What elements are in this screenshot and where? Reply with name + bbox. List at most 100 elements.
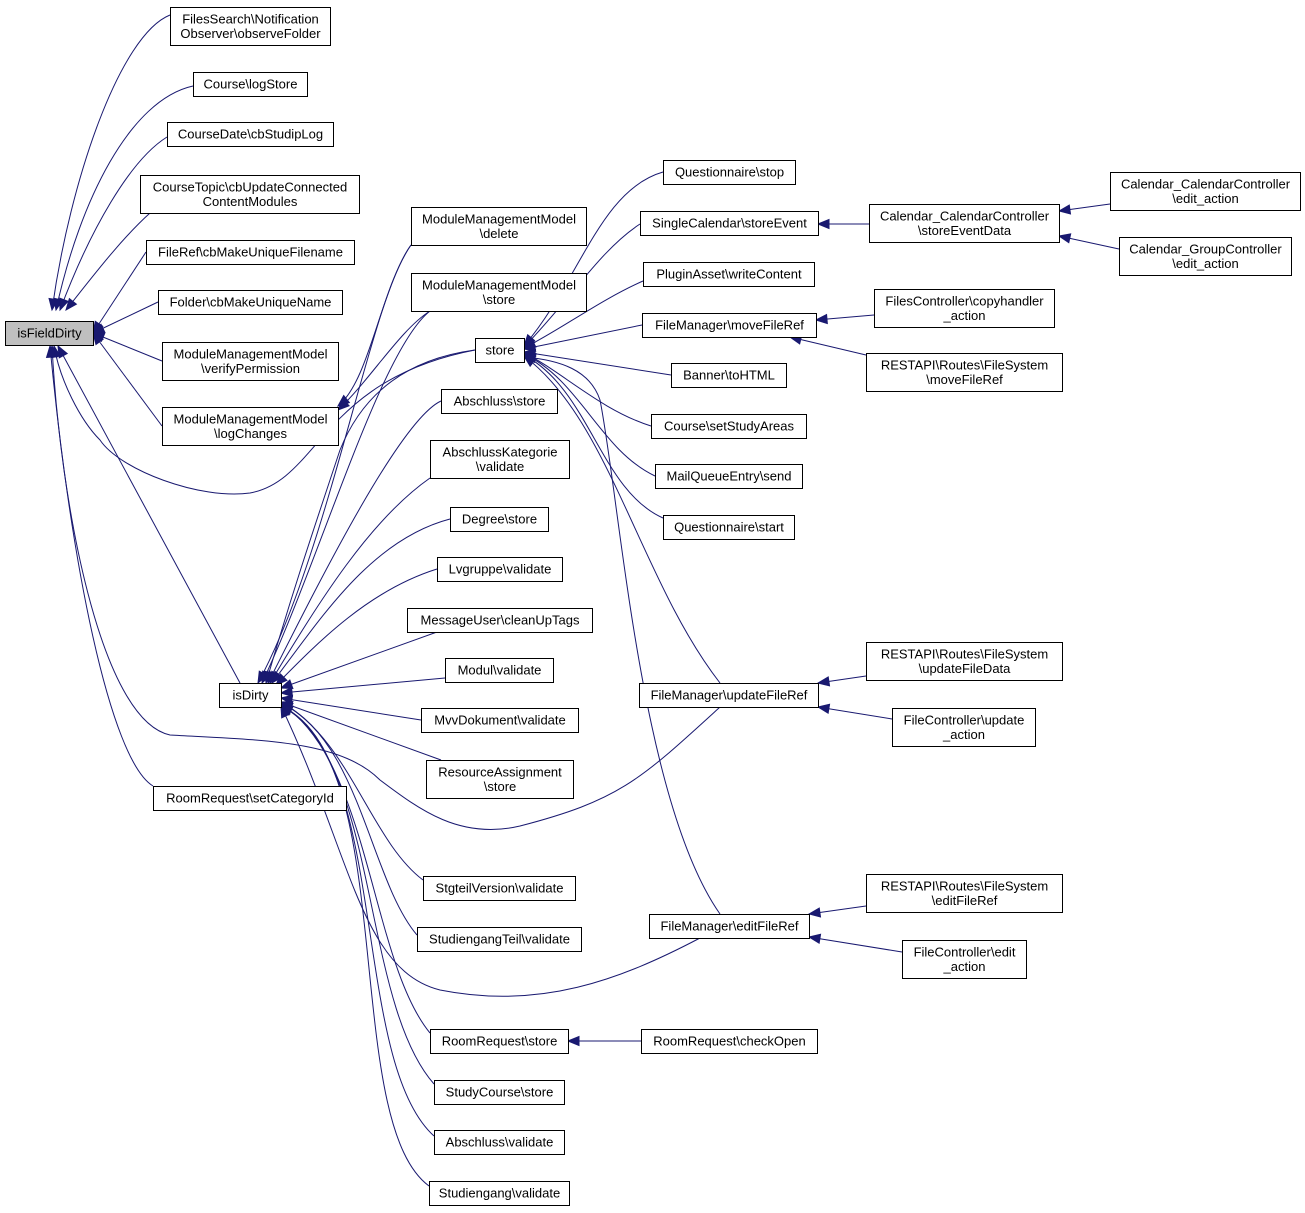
edge-fileref-cbmakeuniquefilename-to-isfielddirty [92,251,147,334]
node-restapi-editfileref[interactable]: RESTAPI\Routes\FileSystem\editFileRef [866,874,1063,913]
node-box [162,407,339,446]
node-box [426,760,574,799]
node-filecontroller-edit-action[interactable]: FileController\edit_action [902,940,1027,979]
node-label: ContentModules [203,194,298,209]
edge-studycourse-store-to-isdirty [280,704,435,1085]
node-calgroupctrl-edit-action[interactable]: Calendar_GroupController\edit_action [1119,237,1292,276]
node-box [866,874,1063,913]
node-box [158,290,343,315]
node-label: Lvgruppe\validate [449,562,552,577]
node-isdirty[interactable]: isDirty [219,683,282,708]
node-coursetopic-cbupdateconnectedcontentmodules[interactable]: CourseTopic\cbUpdateConnectedContentModu… [140,175,360,214]
node-label: Questionnaire\stop [675,165,784,180]
node-label: ModuleManagementModel [174,411,328,426]
node-course-logstore[interactable]: Course\logStore [193,72,308,97]
arrowhead-filecontroller-update-action-to-filemanager-updatefileref [816,703,831,715]
node-calcalctrl-edit-action[interactable]: Calendar_CalendarController\edit_action [1110,172,1301,211]
node-mvvdokument-validate[interactable]: MvvDokument\validate [421,708,579,733]
node-store[interactable]: store [475,338,525,363]
edge-resourceassignment-store-to-isdirty [280,701,442,761]
node-filessearch-observefolder[interactable]: FilesSearch\NotificationObserver\observe… [170,7,331,46]
node-banner-tohtml[interactable]: Banner\toHTML [671,363,787,388]
node-coursedate-cbstudiplog[interactable]: CourseDate\cbStudipLog [167,122,334,147]
arrowhead-lvgruppe-validate-to-isdirty [275,673,288,686]
node-label: Calendar_CalendarController [880,208,1050,223]
node-box [170,7,331,46]
arrowhead-filemanager-editfileref-to-isdirty [280,704,291,719]
node-filescontroller-copyhandler-action[interactable]: FilesController\copyhandler_action [874,289,1055,328]
node-label: ModuleManagementModel [422,211,576,226]
node-label: ResourceAssignment [438,764,562,779]
node-mmm-delete[interactable]: ModuleManagementModel\delete [411,207,587,246]
node-label: StgteilVersion\validate [436,881,564,896]
node-pluginasset-writecontent[interactable]: PluginAsset\writeContent [643,262,815,287]
node-resourceassignment-store[interactable]: ResourceAssignment\store [426,760,574,799]
node-box [5,321,94,346]
edge-modul-validate-to-isdirty [280,677,446,694]
node-box [655,464,803,489]
node-label: \edit_action [1172,191,1239,206]
node-box [866,353,1063,392]
node-restapi-movefileref[interactable]: RESTAPI\Routes\FileSystem\moveFileRef [866,353,1063,392]
node-filemanager-updatefileref[interactable]: FileManager\updateFileRef [639,683,819,708]
edge-studiengang-validate-to-isdirty [280,705,430,1187]
node-calcalctrl-storeeventdata[interactable]: Calendar_CalendarController\storeEventDa… [869,204,1060,243]
node-studiengangteil-validate[interactable]: StudiengangTeil\validate [417,927,582,952]
node-fileref-cbmakeuniquefilename[interactable]: FileRef\cbMakeUniqueFilename [146,240,355,265]
edges-layer [45,14,1120,1187]
node-questionnaire-stop[interactable]: Questionnaire\stop [663,160,796,185]
node-abschluss-store[interactable]: Abschluss\store [441,389,558,414]
node-abschluss-validate[interactable]: Abschluss\validate [434,1130,565,1155]
node-isfielddirty[interactable]: isFieldDirty [5,321,94,346]
node-label: \store [483,292,516,307]
node-label: RoomRequest\store [442,1034,558,1049]
node-roomrequest-checkopen[interactable]: RoomRequest\checkOpen [641,1029,818,1054]
node-studycourse-store[interactable]: StudyCourse\store [434,1080,565,1105]
node-label: \validate [476,459,524,474]
node-roomrequest-store[interactable]: RoomRequest\store [430,1029,569,1054]
node-abschlusskategorie-validate[interactable]: AbschlussKategorie\validate [430,440,570,479]
node-mmm-store[interactable]: ModuleManagementModel\store [411,273,587,312]
node-box [902,940,1027,979]
node-filemanager-movefileref[interactable]: FileManager\moveFileRef [642,313,817,338]
node-stgteilversion-validate[interactable]: StgteilVersion\validate [423,876,576,901]
node-folder-cbmakeuniquename[interactable]: Folder\cbMakeUniqueName [158,290,343,315]
node-singlecalendar-storeevent[interactable]: SingleCalendar\storeEvent [640,211,819,236]
node-box [153,786,347,811]
node-questionnaire-start[interactable]: Questionnaire\start [663,515,795,540]
node-box [445,658,554,683]
node-label: _action [943,959,986,974]
node-label: Course\setStudyAreas [664,419,795,434]
node-roomrequest-setcategoryid[interactable]: RoomRequest\setCategoryId [153,786,347,811]
node-mmm-logchanges[interactable]: ModuleManagementModel\logChanges [162,407,339,446]
node-label: \updateFileData [919,661,1012,676]
node-label: RESTAPI\Routes\FileSystem [881,357,1048,372]
node-label: \verifyPermission [201,361,300,376]
edge-banner-tohtml-to-store [523,351,672,376]
node-box [407,608,593,633]
node-filemanager-editfileref[interactable]: FileManager\editFileRef [649,914,810,939]
edge-studiengangteil-validate-to-isdirty [280,702,418,936]
node-box [140,175,360,214]
node-label: FileController\update [904,712,1025,727]
edge-store-to-isdirty [265,349,476,684]
node-box [671,363,787,388]
node-studiengang-validate[interactable]: Studiengang\validate [429,1181,570,1206]
node-restapi-updatefiledata[interactable]: RESTAPI\Routes\FileSystem\updateFileData [866,642,1063,681]
edge-mmm-delete-to-mmm-logchanges [337,244,412,407]
node-course-setstudyareas[interactable]: Course\setStudyAreas [651,414,807,439]
edge-filecontroller-update-action-to-filemanager-updatefileref [817,706,893,720]
arrowhead-filecontroller-edit-action-to-filemanager-editfileref [807,933,822,945]
node-box [437,557,563,582]
node-modul-validate[interactable]: Modul\validate [445,658,554,683]
node-label: ModuleManagementModel [174,346,328,361]
node-messageuser-cleanuptags[interactable]: MessageUser\cleanUpTags [407,608,593,633]
node-label: isFieldDirty [17,326,82,341]
node-mailqueueentry-send[interactable]: MailQueueEntry\send [655,464,803,489]
edge-filecontroller-edit-action-to-filemanager-editfileref [808,936,903,953]
node-filecontroller-update-action[interactable]: FileController\update_action [892,708,1036,747]
node-lvgruppe-validate[interactable]: Lvgruppe\validate [437,557,563,582]
node-degree-store[interactable]: Degree\store [450,507,549,532]
node-mmm-verifypermission[interactable]: ModuleManagementModel\verifyPermission [162,342,339,381]
arrowhead-calgroupctrl-edit-action-to-calcalctrl-storeeventdata [1057,233,1072,244]
